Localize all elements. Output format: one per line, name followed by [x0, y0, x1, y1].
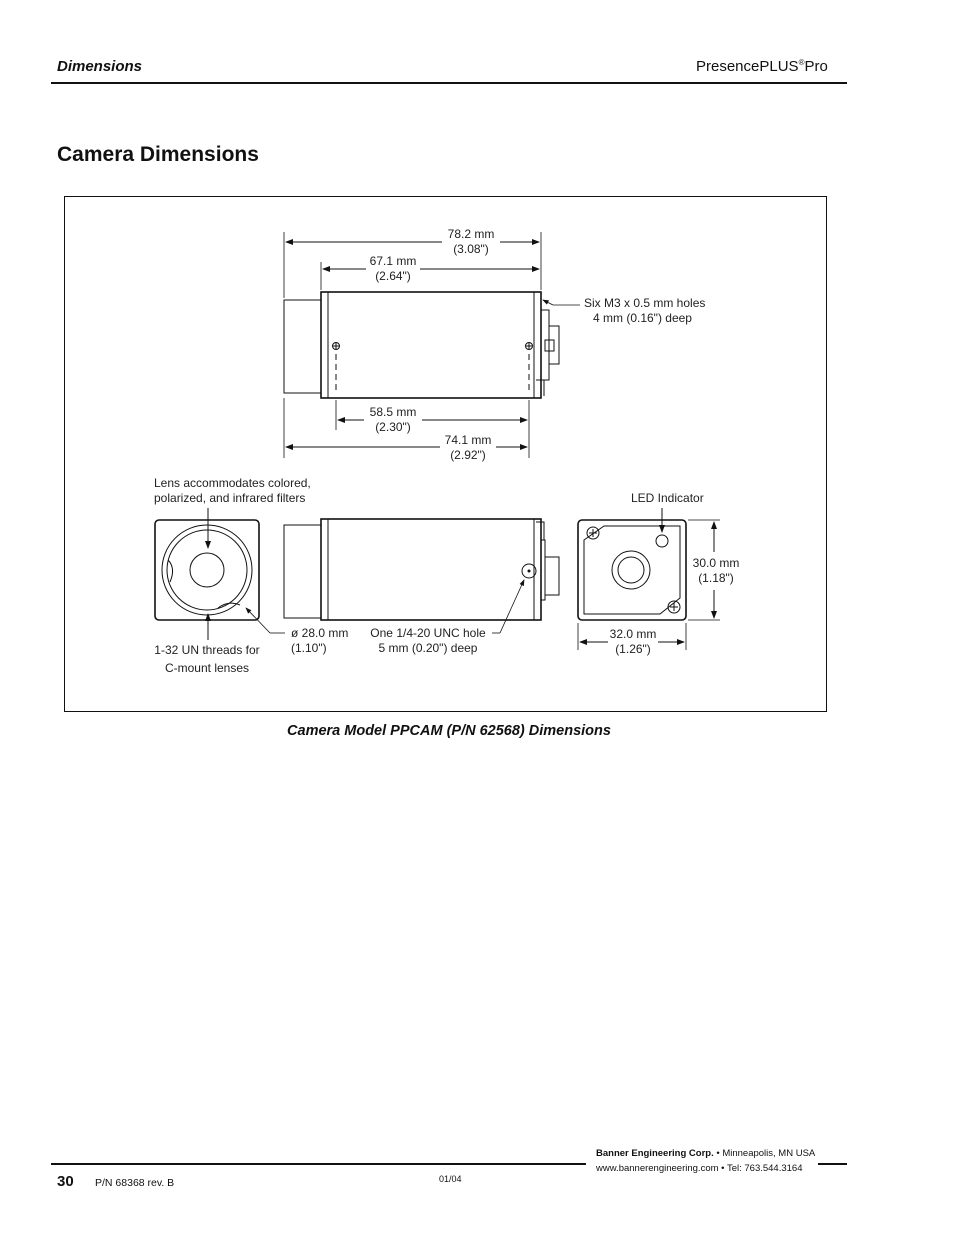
header-rule [51, 82, 847, 84]
top-view-camera [283, 291, 560, 399]
footer-rule-left [51, 1163, 586, 1165]
led-indicator-label: LED Indicator [631, 491, 704, 505]
dim-label-30: 30.0 mm(1.18") [692, 556, 740, 585]
dim-label-74: 74.1 mm(2.92") [444, 433, 492, 462]
revision-date: 01/04 [439, 1174, 462, 1184]
dim-label-67: 67.1 mm(2.64") [369, 254, 417, 283]
product-name: PresencePLUS®Pro [696, 58, 828, 75]
page-number: 30 [57, 1173, 74, 1190]
section-header: Dimensions [57, 58, 143, 75]
dim-label-58: 58.5 mm(2.30") [369, 405, 417, 434]
page-title: Camera Dimensions [57, 143, 259, 166]
contact-line: www.bannerengineering.com • Tel: 763.544… [596, 1163, 803, 1174]
diameter-label: ø 28.0 mm(1.10") [291, 626, 349, 655]
lens-label: Lens accommodates colored,polarized, and… [154, 476, 311, 505]
back-view-camera [577, 519, 687, 621]
dim-label-32: 32.0 mm(1.26") [609, 627, 657, 656]
figure-frame [64, 196, 827, 712]
footer-rule-right [818, 1163, 847, 1165]
front-view-lens [154, 519, 260, 621]
side-view-camera [283, 518, 560, 621]
company-line: Banner Engineering Corp. • Minneapolis, … [596, 1148, 816, 1159]
part-number: P/N 68368 rev. B [95, 1177, 175, 1189]
camera-dimension-drawing [154, 232, 720, 650]
figure-caption: Camera Model PPCAM (P/N 62568) Dimension… [287, 723, 611, 739]
dim-label-78: 78.2 mm(3.08") [447, 227, 495, 256]
